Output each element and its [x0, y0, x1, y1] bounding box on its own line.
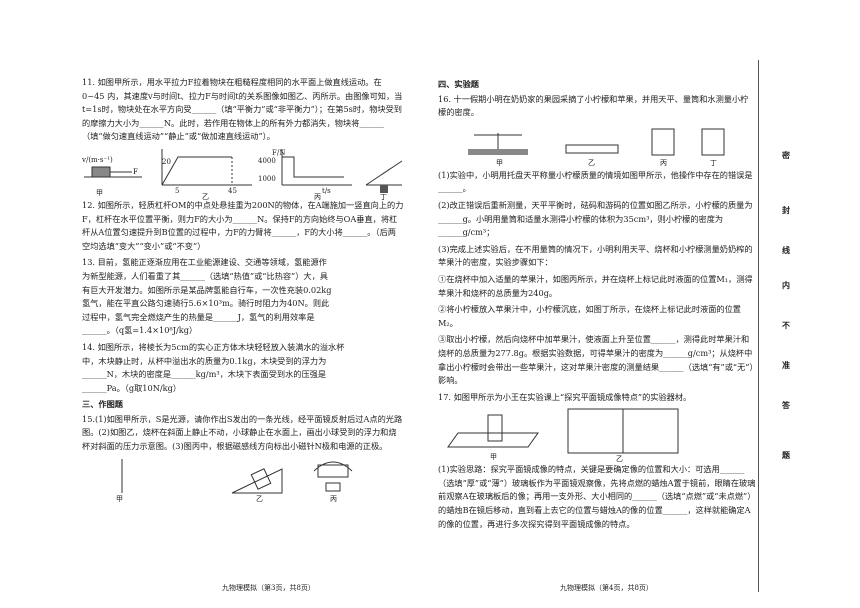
q11-v-axis-label: v/(m·s⁻¹) — [82, 155, 113, 164]
svg-text:F: F — [133, 168, 138, 176]
seal-char: 线 — [782, 245, 790, 255]
q11-t-axis-label: t/s — [322, 186, 331, 195]
page-footer-right: 九物理模拟（第4页，共8页） — [560, 584, 653, 592]
q17-fig-label-yi: 乙 — [616, 455, 623, 464]
seal-char: 答 — [782, 400, 790, 410]
q15-diagram — [121, 458, 353, 494]
seal-char: 题 — [782, 450, 790, 460]
q11-v-value: 20 — [162, 157, 171, 166]
q11-t-value-5: 5 — [175, 186, 180, 195]
question-11: 11. 如图甲所示，用水平拉力F拉着物块在粗糙程度相同的水平面上做直线运动。在0… — [82, 77, 403, 142]
question-12: 12. 如图所示，轻质杠杆OM的中点处悬挂重为200N的物体，在A端施加一竖直向… — [82, 199, 404, 251]
question-15: 15.(1)如图甲所示，S是光源，请你作出S发出的一条光线，经平面镜反射后过A点… — [82, 413, 403, 452]
question-16-2: (2)改正错误后重新测量，天平平衡时，砝码和游码的位置如图乙所示，小柠檬的质量为… — [438, 199, 753, 238]
seal-char: 准 — [782, 360, 790, 370]
q15-fig-label-jia: 甲 — [116, 494, 123, 503]
seal-char: 封 — [782, 205, 790, 215]
q11-diagram: F — [84, 148, 403, 193]
q16-diagram — [468, 128, 725, 156]
q16-fig-label-yi: 乙 — [588, 158, 595, 167]
q15-fig-label-bing: 丙 — [330, 494, 337, 503]
left-column: 11. 如图甲所示，用水平拉力F拉着物块在粗糙程度相同的水平面上做直线运动。在0… — [82, 76, 404, 503]
page-footer-left: 九物理模拟（第3页，共8页） — [222, 584, 315, 592]
q15-figures: 甲 乙 丙 — [82, 457, 404, 503]
question-14: 14. 如图所示，将棱长为5cm的实心正方体木块轻轻放入装满水的溢水杯中，木块静… — [82, 341, 345, 393]
seal-char: 密 — [782, 150, 790, 160]
question-17-1: (1)实验思路：探究平面镜成像的特点，关键是要确定像的位置和大小：可选用____… — [438, 464, 756, 529]
seal-char: 内 — [782, 280, 790, 290]
q16-fig-label-bing: 丙 — [660, 158, 667, 167]
question-13: 13. 目前，氢能正逐渐应用在工业能源建设、交通等领域，氢能源作为新型能源，人们… — [82, 257, 332, 336]
q17-fig-label-jia: 甲 — [490, 453, 497, 462]
fig-label-bing: 丙 — [314, 192, 321, 201]
section-4-heading: 四、实验题 — [438, 79, 479, 89]
question-16-3-step3: ③取出小柠檬，然后向烧杯中加苹果汁，使液面上升至位置______，测得此时苹果汁… — [438, 334, 754, 386]
question-16-1: (1)实验中，小明用托盘天平称量小柠檬质量的情境如图甲所示，他操作中存在的错误是… — [438, 169, 753, 194]
right-column: 四、实验题 16. 十一假期小明在奶奶家的果园采摘了小柠檬和苹果，并用天平、量筒… — [438, 76, 756, 534]
fig-label-ding: 丁 — [380, 192, 387, 201]
q16-fig-label-jia: 甲 — [496, 158, 503, 167]
q16-figures: 甲 乙 丙 丁 — [438, 123, 756, 169]
q11-t-value-45: 45 — [228, 186, 237, 195]
q11-F-axis-label: F/N — [272, 148, 286, 157]
section-3-heading: 三、作图题 — [82, 399, 123, 410]
q11-figures: F v/(m·s⁻¹) 20 F/N 4000 1000 t/s 5 — [82, 147, 404, 201]
fig-label-jia: 甲 — [96, 188, 103, 197]
q17-diagram — [447, 408, 679, 454]
seal-line — [758, 60, 759, 592]
q15-fig-label-yi: 乙 — [256, 494, 263, 503]
q17-figures: 甲 乙 — [438, 407, 756, 463]
question-16-3-step1: ①在烧杯中加入适量的苹果汁，如图丙所示，并在烧杯上标记此时液面的位置M₁，测得苹… — [438, 273, 753, 298]
q11-F-value-high: 4000 — [258, 156, 276, 165]
q11-F-value-low: 1000 — [258, 174, 276, 183]
question-16: 16. 十一假期小明在奶奶家的果园采摘了小柠檬和苹果，并用天平、量筒和水测量小柠… — [438, 93, 749, 118]
q16-fig-label-ding: 丁 — [710, 158, 717, 167]
fig-label-yi: 乙 — [202, 192, 209, 201]
question-17: 17. 如图甲所示为小王在实验课上“探究平面镜成像特点”的实验器材。 — [438, 391, 692, 402]
question-16-3-step2: ②将小柠檬放入苹果汁中，小柠檬沉底，如图丁所示，在烧杯上标记此时液面的位置M₂。 — [438, 304, 741, 328]
question-16-3: (3)完成上述实验后，在不用量筒的情况下，小明利用天平、烧杯和小柠檬测量奶奶榨的… — [438, 243, 753, 268]
seal-char: 不 — [782, 320, 790, 330]
